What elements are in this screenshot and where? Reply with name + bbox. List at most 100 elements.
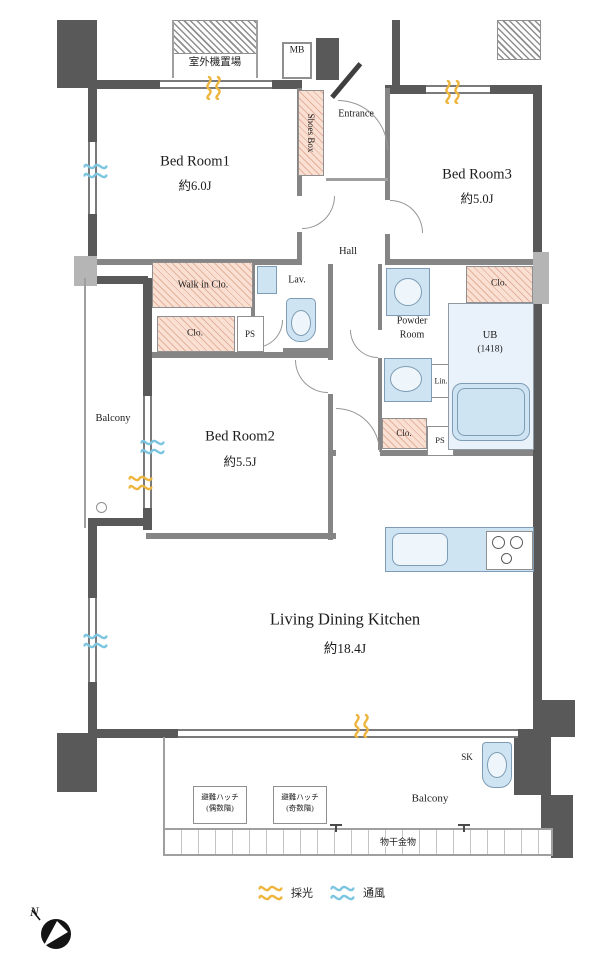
laundry-pole-mark	[458, 824, 470, 834]
stove-burner	[492, 536, 505, 549]
bedroom3-size: 約5.0J	[460, 191, 494, 206]
ldk-name: Living Dining Kitchen	[269, 609, 421, 629]
wall-segment	[551, 795, 573, 858]
wall-segment	[88, 276, 148, 284]
balcony-drain	[96, 502, 107, 513]
hatch-even-label-2: (偶数階)	[206, 803, 234, 813]
window	[178, 729, 518, 738]
bedroom2-name: Bed Room2	[205, 428, 275, 445]
compass-needle	[43, 921, 68, 947]
wall-segment-light	[533, 252, 549, 304]
daylight-mark	[354, 714, 369, 738]
walk-in-closet-label: Walk in Clo.	[177, 279, 229, 291]
door-arc-ldk	[336, 408, 380, 452]
door-arc-powder-room	[350, 330, 378, 358]
wall-segment	[533, 700, 575, 737]
partition	[152, 352, 333, 358]
laundry-hardware-label: 物干金物	[376, 836, 420, 848]
partition	[251, 264, 255, 354]
bathtub-inner	[457, 388, 525, 436]
wall-segment	[541, 733, 551, 829]
meter-box	[282, 42, 312, 79]
door-arc-bedroom2	[295, 360, 328, 393]
balcony-bottom-label: Balcony	[411, 792, 449, 805]
slop-sink-bowl	[487, 752, 507, 778]
daylight-mark	[445, 80, 460, 104]
compass: N	[29, 904, 71, 949]
shoes-box-label: Shoes Box	[306, 113, 317, 153]
window	[88, 598, 97, 682]
daylight-mark	[206, 76, 221, 100]
partition	[146, 533, 336, 539]
wall-segment-light	[74, 256, 97, 286]
closet-label: Clo.	[490, 278, 508, 289]
entrance-step	[326, 178, 388, 181]
outdoor-unit-boundary	[172, 20, 174, 78]
slop-sink-label: SK	[461, 751, 473, 762]
ventilation-legend-label: 通風	[363, 887, 385, 900]
evacuation-hatch-even	[193, 786, 247, 824]
partition	[385, 88, 390, 265]
wall-segment	[392, 20, 400, 90]
balcony-railing	[163, 828, 553, 856]
outdoor-unit-boundary	[256, 20, 258, 78]
door-gap	[328, 360, 333, 394]
balcony-left-label: Balcony	[95, 412, 131, 424]
wash-basin-bowl	[390, 366, 422, 392]
hatch-even-label-1: 避難ハッチ	[201, 792, 239, 802]
bedroom1-name: Bed Room1	[160, 153, 230, 170]
closet-label: Clo.	[186, 328, 204, 339]
pipe-space-label: PS	[244, 328, 256, 339]
door-arc-bedroom3	[390, 200, 423, 233]
wall-segment	[88, 518, 152, 526]
washing-machine-drum	[394, 278, 422, 306]
partition	[378, 264, 382, 456]
powder-room-label-2: Room	[399, 329, 425, 341]
entrance-label: Entrance	[338, 108, 374, 120]
stove-burner	[510, 536, 523, 549]
closet-area	[382, 418, 427, 449]
evacuation-hatch-odd	[273, 786, 327, 824]
partition	[251, 348, 332, 352]
balcony-bottom-edge	[163, 737, 165, 830]
hand-basin	[257, 266, 277, 294]
door-gap	[378, 330, 382, 358]
structure-hatch-area	[497, 20, 541, 60]
pipe-space-box	[237, 316, 264, 352]
ldk-size: 約18.4J	[323, 641, 367, 657]
shoes-box-area	[298, 90, 324, 176]
laundry-pole-mark	[330, 824, 342, 834]
outdoor-unit-label: 室外機置場	[188, 56, 242, 68]
hall-label: Hall	[338, 245, 358, 257]
closet-area	[466, 266, 533, 303]
bedroom2-size: 約5.5J	[223, 454, 257, 469]
bedroom1-size: 約6.0J	[178, 178, 212, 193]
closet-label: Clo.	[396, 427, 412, 438]
linen-label: Lin.	[434, 376, 448, 386]
powder-room-label-1: Powder	[396, 315, 428, 327]
daylight-legend-icon	[258, 885, 283, 901]
door-arc-bedroom1	[302, 196, 335, 229]
ventilation-legend-icon	[330, 885, 355, 901]
closet-area	[157, 316, 235, 352]
ventilation-mark	[83, 633, 108, 649]
walk-in-closet-area	[152, 262, 253, 308]
wall-segment	[57, 20, 97, 88]
ventilation-mark	[83, 163, 108, 179]
partition	[297, 88, 302, 265]
hatch-odd-label-2: (奇数階)	[286, 803, 314, 813]
daylight-legend-label: 採光	[291, 887, 313, 900]
wall-segment	[57, 733, 97, 792]
door-gap	[385, 200, 390, 234]
partition	[328, 264, 333, 540]
door-gap	[336, 450, 380, 456]
ventilation-mark	[140, 439, 165, 455]
meter-box-label: MB	[289, 45, 305, 56]
wall-segment	[316, 38, 339, 80]
kitchen-sink	[392, 533, 448, 566]
stove-burner	[501, 553, 512, 564]
lavatory-label: Lav.	[288, 274, 306, 286]
balcony-left-railing	[84, 278, 86, 528]
door-gap	[255, 348, 283, 352]
